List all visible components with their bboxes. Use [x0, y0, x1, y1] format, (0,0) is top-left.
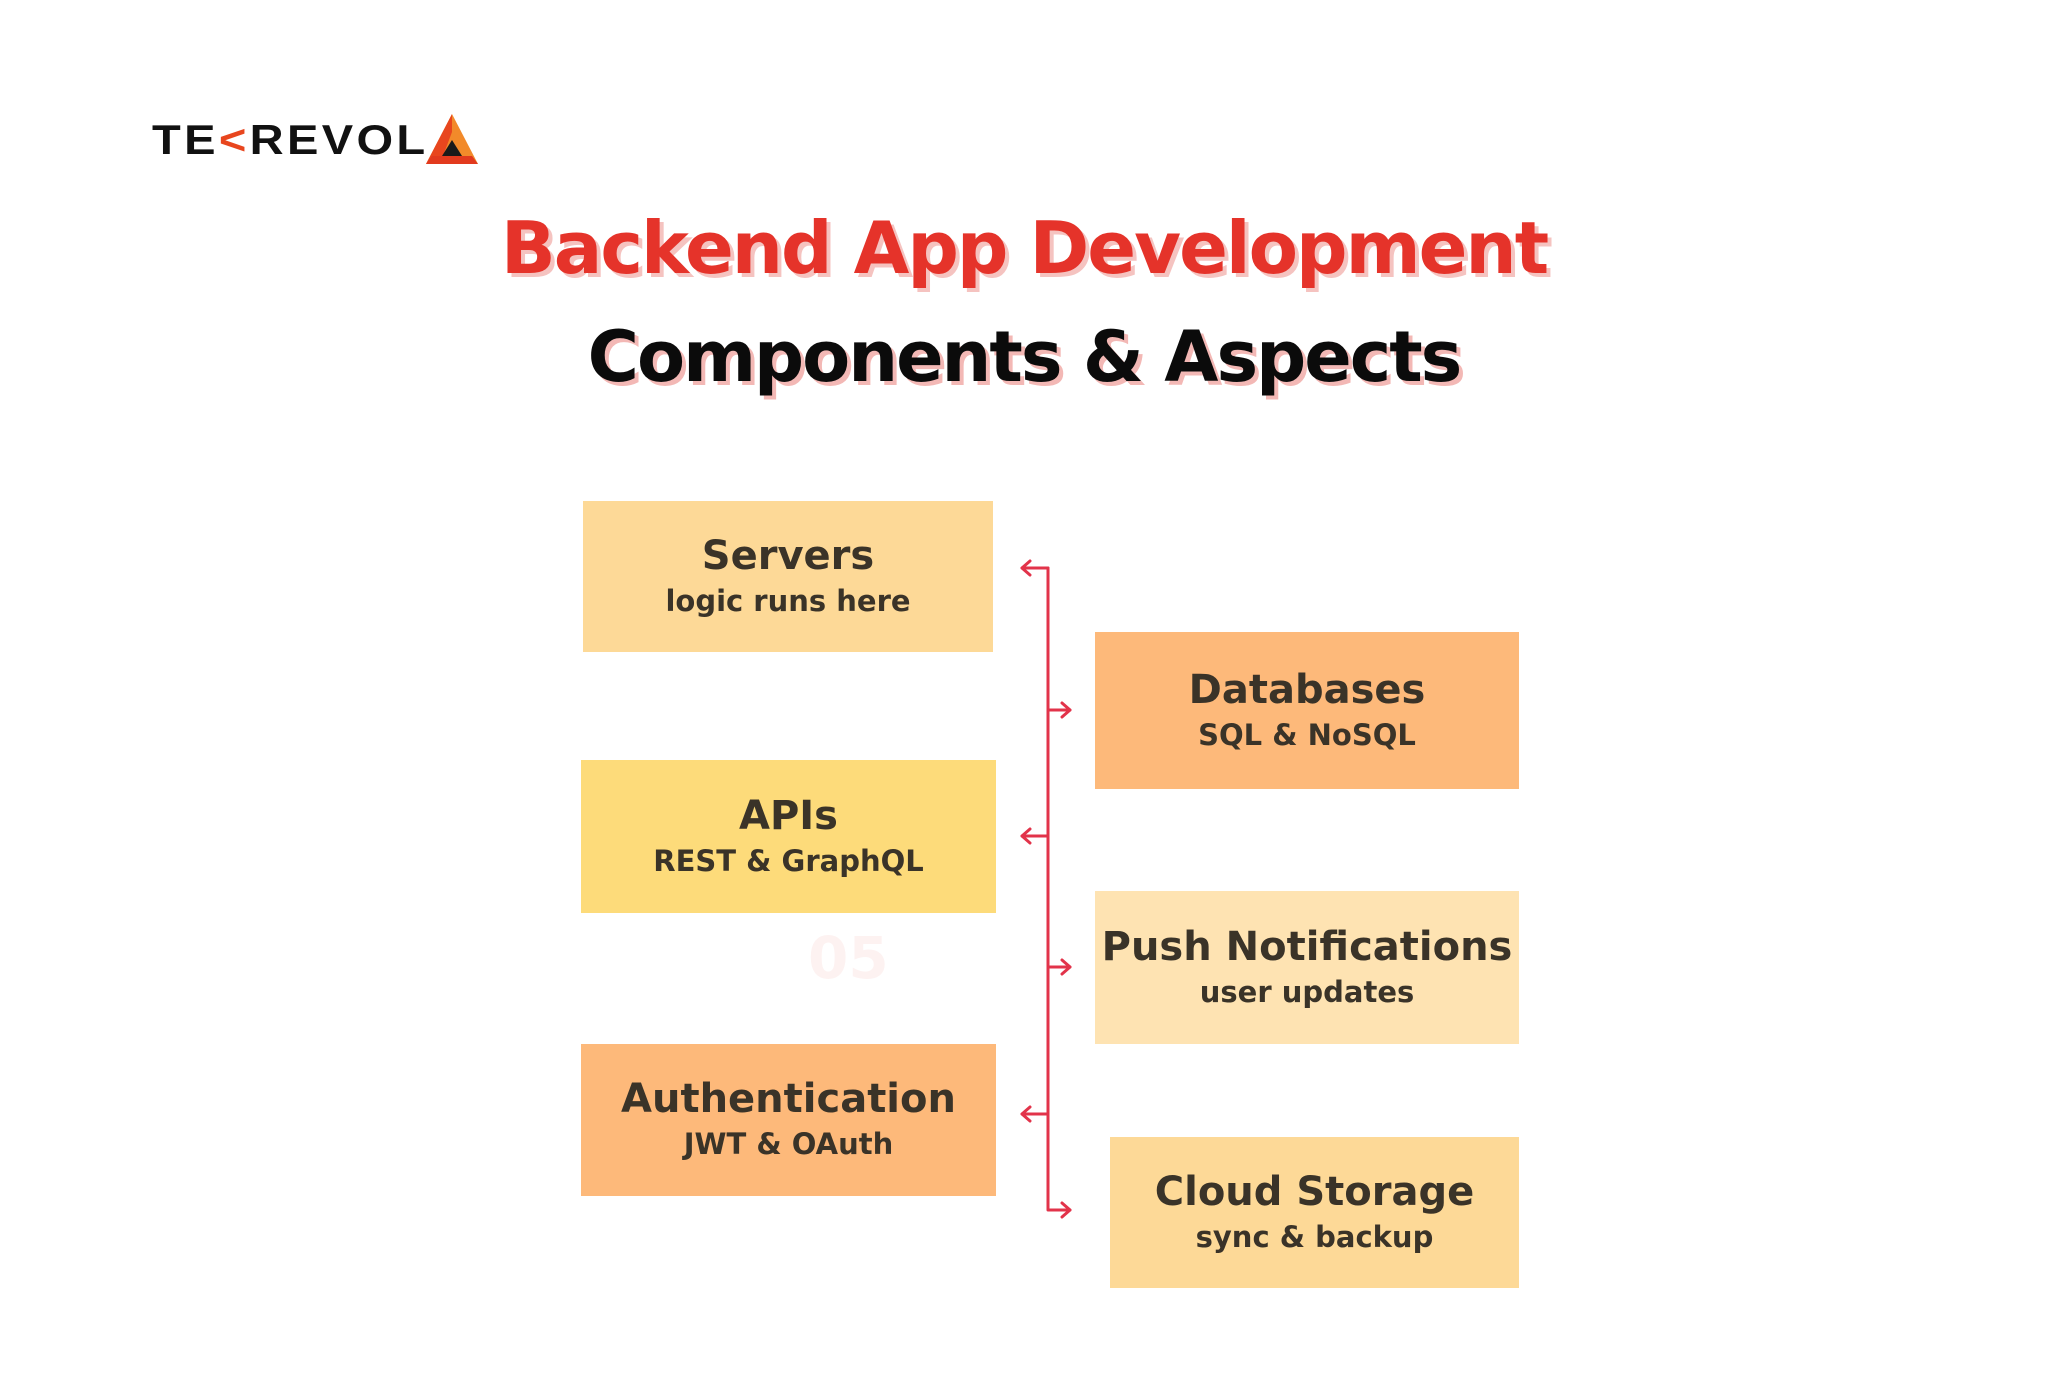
component-databases: Databases SQL & NoSQL — [1095, 632, 1519, 789]
component-detail: REST & GraphQL — [653, 843, 924, 878]
component-detail: SQL & NoSQL — [1198, 717, 1416, 752]
component-detail: user updates — [1199, 974, 1415, 1009]
component-name: Push Notifications — [1101, 923, 1513, 970]
component-detail: sync & backup — [1195, 1219, 1434, 1254]
tekrevol-logo: TE<REVOL — [152, 112, 478, 168]
logo-k-chevron: < — [218, 116, 250, 163]
component-name: Cloud Storage — [1154, 1168, 1475, 1215]
page-subtitle: Components & Aspects — [587, 316, 1463, 398]
component-name: Servers — [701, 532, 875, 579]
component-push-notifications: Push Notifications user updates — [1095, 891, 1519, 1044]
component-name: APIs — [739, 792, 838, 839]
step-number-watermark: 05 — [808, 924, 889, 992]
component-apis: APIs REST & GraphQL — [581, 760, 996, 913]
component-servers: Servers logic runs here — [583, 501, 993, 652]
component-detail: logic runs here — [665, 583, 911, 618]
component-name: Databases — [1188, 666, 1426, 713]
component-cloud-storage: Cloud Storage sync & backup — [1110, 1137, 1519, 1288]
component-detail: JWT & OAuth — [683, 1127, 894, 1162]
component-name: Authentication — [621, 1076, 956, 1123]
component-authentication: Authentication JWT & OAuth — [581, 1044, 996, 1196]
logo-triangle-icon — [426, 114, 478, 164]
logo-wordmark: TE<REVOL — [152, 116, 429, 163]
page-title: Backend App Development — [500, 206, 1549, 290]
